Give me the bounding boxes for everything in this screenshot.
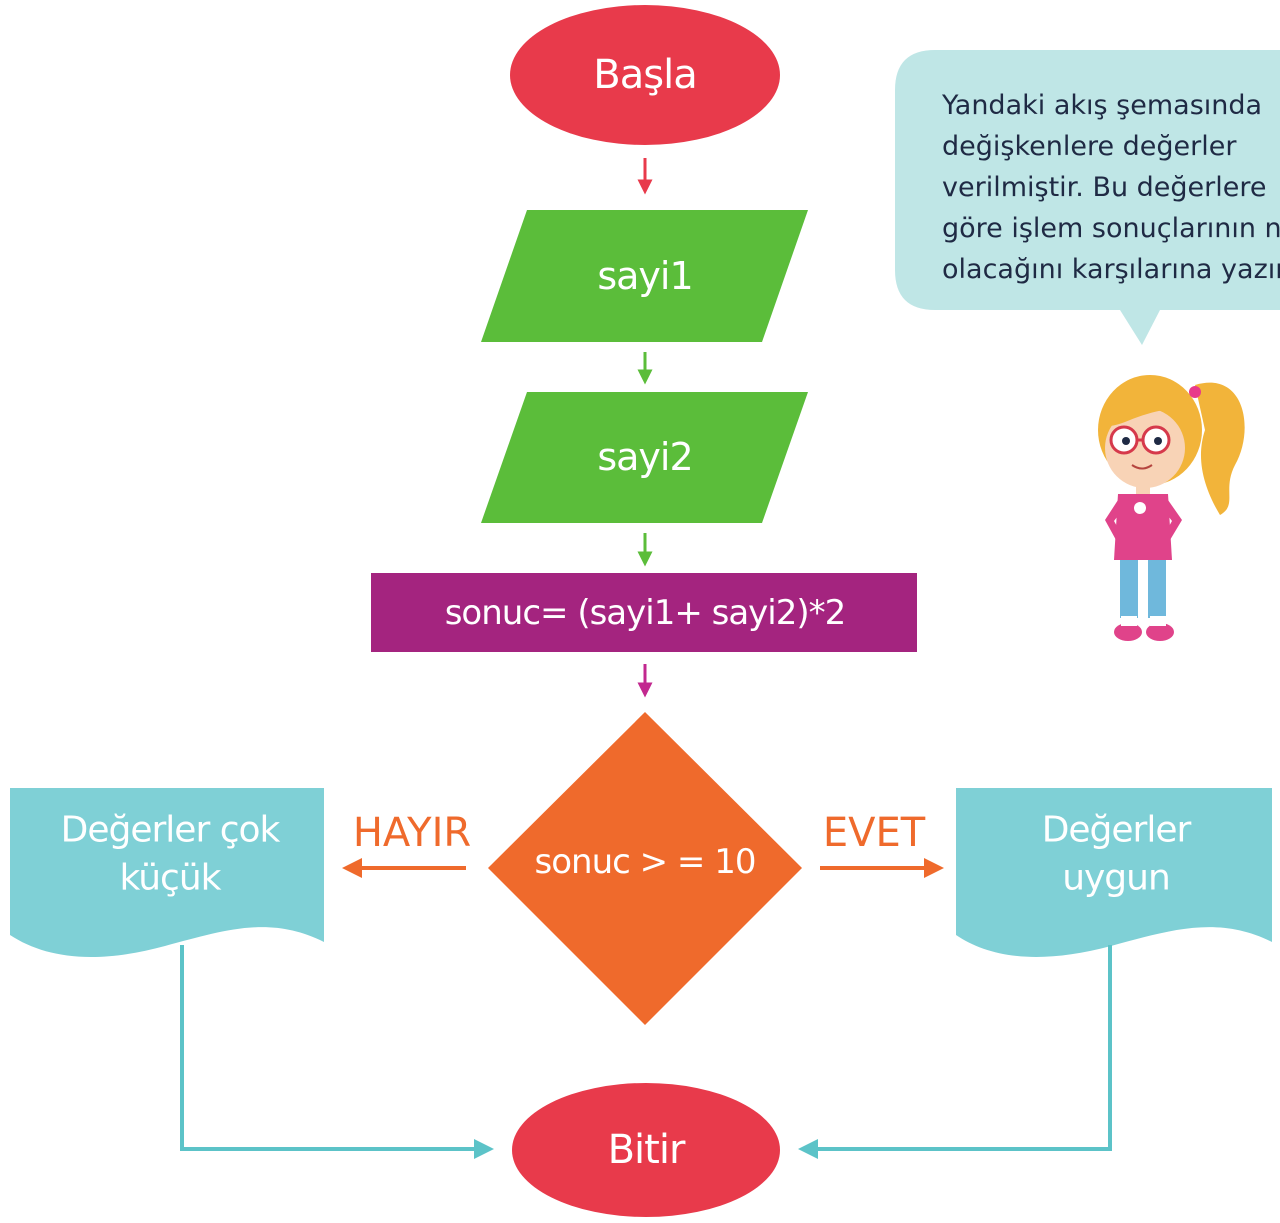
output-no-line-2: küçük — [119, 858, 221, 899]
process-label: sonuc= (sayi1+ sayi2)*2 — [445, 593, 846, 633]
start-label: Başla — [593, 52, 696, 98]
bubble-line-5: olacağını karşılarına yazın — [942, 254, 1280, 285]
input2-label: sayi2 — [597, 435, 692, 479]
bubble-line-2: değişkenlere değerler — [942, 131, 1237, 162]
bubble-line-4: göre işlem sonuçlarının ne — [942, 213, 1280, 244]
output-no-document: Değerler çok küçük — [10, 788, 324, 957]
input1-parallelogram: sayi1 — [481, 210, 808, 342]
bubble-line-1: Yandaki akış şemasında — [941, 90, 1262, 121]
end-terminal: Bitir — [512, 1083, 780, 1217]
bubble-line-3: verilmiştir. Bu değerlere — [942, 172, 1267, 203]
output-yes-document: Değerler uygun — [956, 788, 1272, 957]
input2-parallelogram: sayi2 — [481, 392, 808, 523]
output-yes-line-2: uygun — [1062, 858, 1170, 899]
no-branch-label: HAYIR — [353, 810, 471, 856]
speech-bubble: Yandaki akış şemasında değişkenlere değe… — [895, 50, 1280, 345]
connector-no-to-end — [180, 945, 494, 1159]
decision-diamond: sonuc > = 10 — [488, 712, 802, 1025]
decision-label: sonuc > = 10 — [535, 842, 756, 882]
input1-label: sayi1 — [597, 254, 692, 298]
process-box: sonuc= (sayi1+ sayi2)*2 — [371, 573, 917, 652]
connector-yes-to-end — [798, 945, 1112, 1159]
yes-branch-label: EVET — [823, 810, 926, 856]
output-yes-line-1: Değerler — [1042, 810, 1192, 851]
girl-illustration — [1098, 375, 1245, 641]
start-terminal: Başla — [510, 5, 780, 145]
output-no-line-1: Değerler çok — [61, 810, 281, 851]
end-label: Bitir — [608, 1127, 686, 1173]
